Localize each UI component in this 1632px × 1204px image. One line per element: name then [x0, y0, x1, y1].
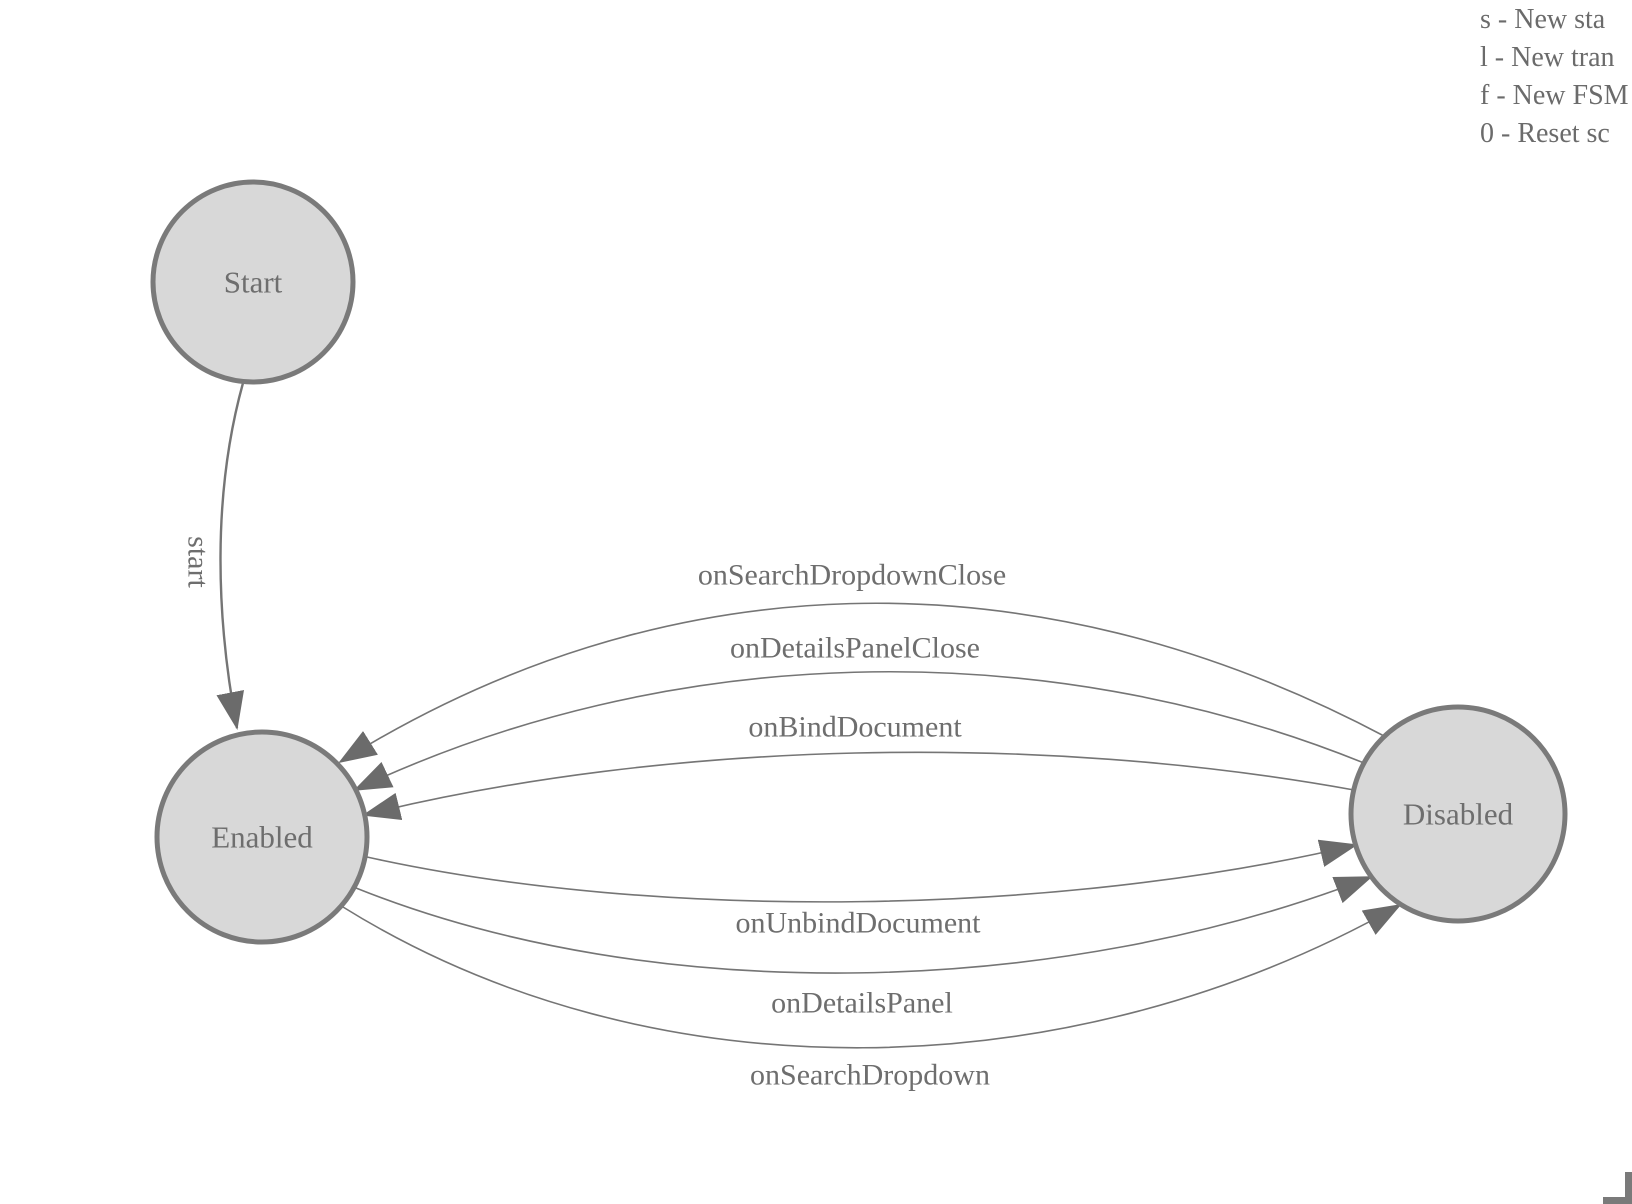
edge-ondetailspanelclose[interactable] [353, 671, 1365, 791]
state-label-disabled: Disabled [1403, 797, 1514, 832]
edge-label-ondetailspanel: onDetailsPanel [771, 987, 953, 1020]
legend-line-new-fsm: f - New FSM [1480, 80, 1629, 111]
edge-onsearchdropdownclose[interactable] [338, 602, 1387, 764]
edge-label-onunbinddocument: onUnbindDocument [736, 907, 982, 940]
clipped-corner-fragment [1603, 1172, 1632, 1204]
edge-label-ondetailspanelclose: onDetailsPanelClose [730, 632, 980, 665]
edge-start-to-enabled[interactable] [216, 382, 245, 730]
state-label-enabled: Enabled [211, 820, 313, 855]
state-node-disabled[interactable] [1348, 704, 1568, 924]
shortcut-legend: s - New sta l - New tran f - New FSM 0 -… [1480, 1, 1629, 153]
edge-label-onbinddocument: onBindDocument [748, 711, 962, 744]
edge-ondetailspanel[interactable] [355, 876, 1373, 974]
edge-onbinddocument[interactable] [362, 751, 1355, 821]
legend-line-new-state: s - New sta [1480, 4, 1606, 35]
state-node-start[interactable] [150, 179, 356, 385]
legend-line-new-transition: l - New tran [1480, 42, 1615, 73]
edge-onunbinddocument[interactable] [366, 839, 1358, 903]
state-label-start: Start [224, 265, 283, 300]
legend-line-reset: 0 - Reset sc [1480, 118, 1610, 149]
edge-onsearchdropdown[interactable] [342, 904, 1402, 1049]
edge-label-start: start [182, 536, 215, 588]
state-node-enabled[interactable] [154, 729, 370, 945]
edge-label-onsearchdropdown: onSearchDropdown [750, 1059, 990, 1092]
edge-label-onsearchdropdownclose: onSearchDropdownClose [698, 559, 1006, 592]
